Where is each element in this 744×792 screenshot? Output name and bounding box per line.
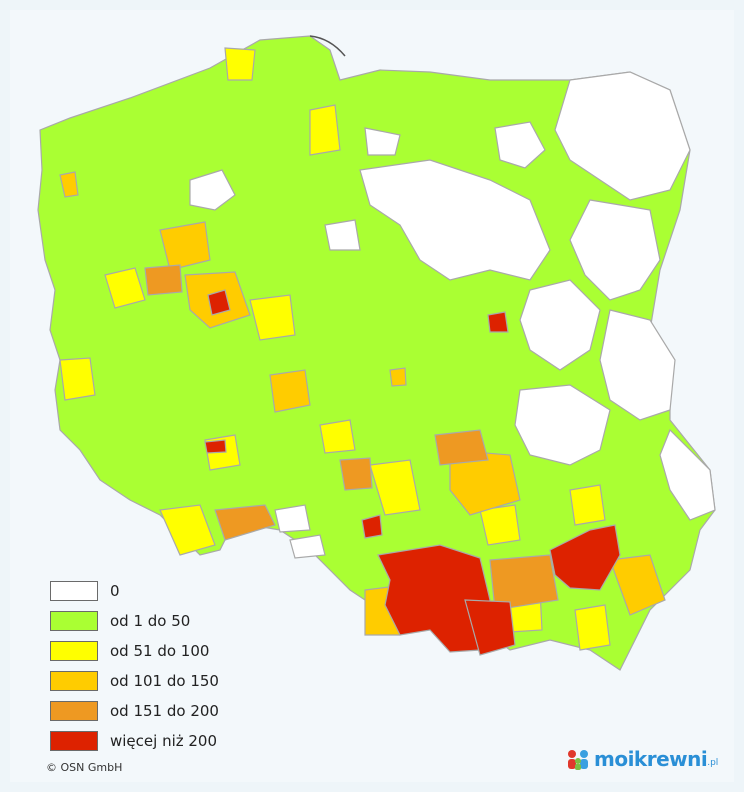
region-do4	[214, 504, 276, 541]
region-r4	[361, 514, 383, 539]
region-o7	[59, 171, 79, 198]
legend-swatch	[50, 671, 98, 691]
region-y5	[249, 294, 296, 341]
region-y3	[104, 267, 146, 309]
region-r6	[549, 524, 621, 591]
region-y6	[319, 419, 356, 454]
region-y12	[574, 604, 611, 651]
legend-label: od 151 do 200	[110, 702, 219, 720]
logo-suffix: .pl	[707, 758, 719, 768]
region-o8	[389, 367, 407, 387]
region-zero-e2	[599, 309, 676, 421]
legend-swatch	[50, 611, 98, 631]
region-y8	[159, 504, 216, 556]
region-do2	[339, 457, 373, 491]
region-y1	[224, 47, 256, 81]
region-zero-c3	[514, 384, 611, 466]
region-r7	[464, 599, 516, 656]
region-zero-s1	[274, 504, 311, 533]
poland-map	[37, 35, 716, 671]
region-y11	[569, 484, 606, 526]
region-zero-c2	[519, 279, 601, 371]
region-r2	[487, 311, 509, 333]
region-r3	[204, 439, 227, 454]
region-do3	[434, 429, 489, 466]
legend-swatch	[50, 701, 98, 721]
legend-item-5: więcej niż 200	[50, 726, 219, 756]
region-o3	[269, 369, 311, 413]
region-y7	[369, 459, 421, 516]
region-zero-e1	[569, 199, 661, 301]
region-do5	[489, 554, 559, 611]
region-o4	[449, 449, 521, 516]
map-frame: 0 od 1 do 50 od 51 do 100 od 101 do 150 …	[10, 10, 734, 782]
legend-label: od 1 do 50	[110, 612, 191, 630]
region-zero-ne	[554, 71, 691, 201]
legend-item-1: od 1 do 50	[50, 606, 219, 636]
moikrewni-logo[interactable]: moikrewni .pl	[566, 747, 718, 771]
legend-item-0: 0	[50, 576, 219, 606]
copyright: © OSN GmbH	[46, 761, 123, 774]
region-zero-e3	[659, 428, 716, 521]
legend-swatch	[50, 581, 98, 601]
region-r5	[377, 544, 491, 653]
legend-label: 0	[110, 582, 120, 600]
region-zero-w1	[189, 169, 236, 211]
logo-text: moikrewni	[594, 747, 708, 771]
region-zero-s2	[289, 534, 326, 559]
legend: 0 od 1 do 50 od 51 do 100 od 101 do 150 …	[50, 576, 219, 756]
legend-label: od 101 do 150	[110, 672, 219, 690]
region-o1	[159, 221, 211, 271]
region-zero-c1	[359, 159, 551, 281]
legend-item-4: od 151 do 200	[50, 696, 219, 726]
region-zero-w2	[324, 219, 361, 251]
region-r1	[207, 289, 231, 316]
legend-swatch	[50, 641, 98, 661]
region-y10	[479, 504, 521, 546]
legend-item-2: od 51 do 100	[50, 636, 219, 666]
region-o6	[609, 554, 666, 616]
legend-label: od 51 do 100	[110, 642, 210, 660]
hel-peninsula	[309, 35, 346, 57]
region-zero-n2	[364, 127, 401, 156]
region-zero-n1	[494, 121, 546, 169]
region-y4	[59, 357, 96, 401]
region-do1	[144, 264, 183, 296]
legend-label: więcej niż 200	[110, 732, 218, 750]
legend-item-3: od 101 do 150	[50, 666, 219, 696]
region-y2	[309, 104, 341, 156]
legend-swatch	[50, 731, 98, 751]
people-icon	[568, 750, 588, 770]
